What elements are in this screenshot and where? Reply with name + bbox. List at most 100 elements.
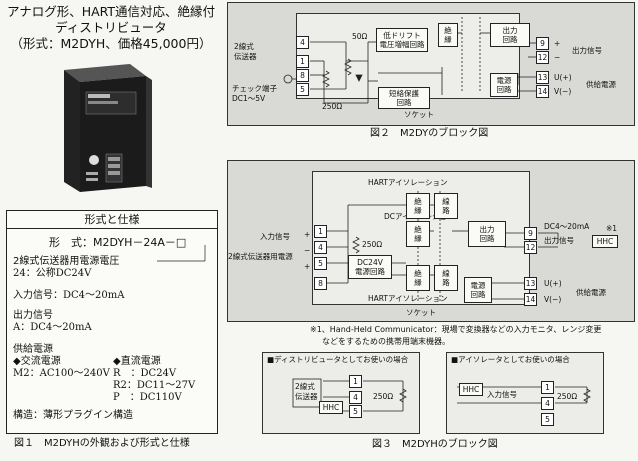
fig3-zetsu-2: 絶 xyxy=(414,225,422,234)
fig3-ro-2: 路 xyxy=(442,278,450,287)
fig3-terminal-8: 8 xyxy=(314,277,327,290)
fig2-terminal-14: 14 xyxy=(536,85,549,98)
fig3-v-minus: V(−) xyxy=(544,295,562,304)
spec-ac-m2: M2：AC100～240V xyxy=(13,368,110,379)
fig2-output-signal: 出力信号 xyxy=(572,46,602,55)
fig2-terminal-1: 1 xyxy=(296,55,309,68)
fig2-out-1: 出力 xyxy=(502,26,518,35)
heading-line-1: アナログ形、HART通信対応、絶縁付 xyxy=(6,4,216,19)
fig3-sen-1: 線 xyxy=(442,197,450,206)
fig3-sub2-hhc: HHC xyxy=(459,383,483,396)
fig2-caption: 図２ M2DYのブロック図 xyxy=(370,128,489,139)
fig2-terminal-9: 9 xyxy=(536,37,549,50)
fig3-dc-range: DC4～20mA xyxy=(544,222,590,231)
fig3-tx-power: 2線式伝送器用電源 xyxy=(228,252,293,261)
fig3-caption: 図３ M2DYHのブロック図 xyxy=(372,439,498,450)
fig2-short-1: 短絡保護 xyxy=(389,89,419,98)
fig2-iso-2: 縁 xyxy=(444,35,452,44)
spec-ac-heading: ◆交流電源 xyxy=(13,356,61,367)
fig2-iso-1: 絶 xyxy=(444,26,452,35)
fig3-terminal-14: 14 xyxy=(524,293,537,306)
fig3-resistor-250: 250Ω xyxy=(362,240,383,249)
fig3-sub1-terminal-1: 1 xyxy=(349,375,362,388)
model-code: 形 式：M2DYH－24A－□ xyxy=(49,236,187,249)
fig3-note-line-1: ※1、Hand-Held Communicator：現場で変換器などの入力モニタ… xyxy=(310,325,602,334)
spec-output-label: 出力信号 xyxy=(13,310,53,321)
fig3-hhc-box: HHC xyxy=(592,235,618,248)
fig3-hart-iso-top: HARTアイソレーション xyxy=(368,178,448,187)
fig2-input-label-1: 2線式 xyxy=(234,42,254,51)
fig3-sub2: ■アイソレータとしてお使いの場合 HHC 入力信号 1 4 5 250Ω xyxy=(446,352,604,434)
fig2-terminal-5: 5 xyxy=(296,83,309,96)
spec-dc-r2: R2：DC11～27V xyxy=(113,380,196,391)
spec-dc-heading: ◆直流電源 xyxy=(113,356,161,367)
fig3-hart-iso-bottom: HARTアイソレーション xyxy=(368,294,448,303)
fig3-supply-power: 供給電源 xyxy=(576,288,606,297)
heading-line-3: （形式：M2DYH、価格45,000円） xyxy=(10,36,212,51)
fig3-terminal-9: 9 xyxy=(524,227,537,240)
spec-input-signal: 入力信号：DC4～20mA xyxy=(13,290,125,301)
fig3-note-line-2: などをするための携帯用端末機器。 xyxy=(322,337,450,346)
fig3-dc24v-1: DC24V xyxy=(357,258,383,267)
fig3-terminal-1: 1 xyxy=(314,225,327,238)
fig3-dc-iso-block: 絶 縁 xyxy=(406,221,430,247)
spec-tx-supply: 2線式伝送器用電源電圧 xyxy=(13,256,120,267)
fig3-sub2-resistor: 250Ω xyxy=(557,392,578,401)
fig3-panel: HARTアイソレーション DCアイソレーション HARTアイソレーション 入力信… xyxy=(227,160,635,322)
fig3-dc24v-2: 電源回路 xyxy=(355,267,385,276)
fig3-sub1-hhc: HHC xyxy=(319,401,343,414)
fig2-check-label-1: チェック端子 xyxy=(232,84,277,93)
fig3-power-2: 回路 xyxy=(470,290,486,299)
fig3-sub1-terminal-5: 5 xyxy=(349,405,362,418)
fig2-drift-amp-block: 低ドリフト 電圧増幅回路 xyxy=(376,28,428,52)
fig2-resistor-250: 250Ω xyxy=(322,102,343,111)
fig3-note-star: ※1 xyxy=(606,224,618,233)
fig3-en-1: 縁 xyxy=(414,206,422,215)
fig3-u-plus: U(+) xyxy=(544,279,562,288)
fig2-input-label-2: 伝送器 xyxy=(234,52,257,61)
fig3-hart-iso-block-top: 絶 縁 xyxy=(406,193,430,219)
fig3-hart-iso-block-bottom: 絶 縁 xyxy=(406,265,430,291)
fig2-terminal-8: 8 xyxy=(296,69,309,82)
fig3-power-block: 電源 回路 xyxy=(464,277,492,303)
fig3-socket: ソケット xyxy=(406,308,436,317)
fig3-sub1: ■ディストリビュータとしてお使いの場合 2線式 伝送器 HHC 1 4 5 25… xyxy=(262,352,420,434)
fig1-caption: 図１ M2DYHの外観および形式と仕様 xyxy=(14,438,190,449)
fig3-line-block-top: 線 路 xyxy=(434,193,458,219)
fig3-out-2: 回路 xyxy=(479,234,495,243)
fig3-hhc: HHC xyxy=(596,237,614,246)
spec-supply-label: 供給電源 xyxy=(13,344,53,355)
fig3-sub2-input: 入力信号 xyxy=(487,390,517,399)
fig3-sub2-hhc-label: HHC xyxy=(462,385,480,394)
fig3-dc24v-block: DC24V 電源回路 xyxy=(348,255,392,279)
fig3-sub1-hhc-label: HHC xyxy=(322,403,340,412)
spec-tx-supply-value: 24：公称DC24V xyxy=(13,268,92,279)
spec-output-value: A：DC4～20mA xyxy=(13,322,92,333)
fig3-sub2-title: ■アイソレータとしてお使いの場合 xyxy=(451,355,570,364)
fig3-output-signal: 出力信号 xyxy=(544,236,574,245)
fig2-check-label-2: DC1～5V xyxy=(232,94,266,103)
fig3-sub1-tx-1: 2線式 xyxy=(295,382,315,391)
fig3-sub1-title: ■ディストリビュータとしてお使いの場合 xyxy=(267,355,409,364)
fig2-panel: 2線式 伝送器 チェック端子 DC1～5V 4 1 8 5 50Ω 250Ω 低… xyxy=(227,2,635,126)
fig3-sub1-terminal-4: 4 xyxy=(349,391,362,404)
fig2-terminal-12: 12 xyxy=(536,51,549,64)
product-heading: アナログ形、HART通信対応、絶縁付 ディストリビュータ （形式：M2DYH、価… xyxy=(0,4,222,52)
fig2-power-block: 電源 回路 xyxy=(490,73,518,97)
fig3-out-1: 出力 xyxy=(479,225,495,234)
fig3-power-1: 電源 xyxy=(470,281,486,290)
fig2-u-plus: U(+) xyxy=(554,73,572,82)
fig3-zetsu-1: 絶 xyxy=(414,197,422,206)
fig2-supply-power: 供給電源 xyxy=(586,80,616,89)
fig2-v-minus: V(−) xyxy=(554,87,572,96)
fig2-isolation-block: 絶 縁 xyxy=(438,23,458,47)
fig3-zetsu-3: 絶 xyxy=(414,269,422,278)
fig3-en-2: 縁 xyxy=(414,234,422,243)
fig3-sub2-terminal-4: 4 xyxy=(541,397,554,410)
product-photo xyxy=(42,60,157,200)
fig3-sub1-resistor: 250Ω xyxy=(373,392,394,401)
spec-dc-r: R ：DC24V xyxy=(113,368,177,379)
fig3-terminal-13: 13 xyxy=(524,277,537,290)
spec-table: 形式と仕様 形 式：M2DYH－24A－□ 2線式伝送器用電源電圧 24：公称D… xyxy=(6,210,218,434)
fig3-terminal-4: 4 xyxy=(314,241,327,254)
